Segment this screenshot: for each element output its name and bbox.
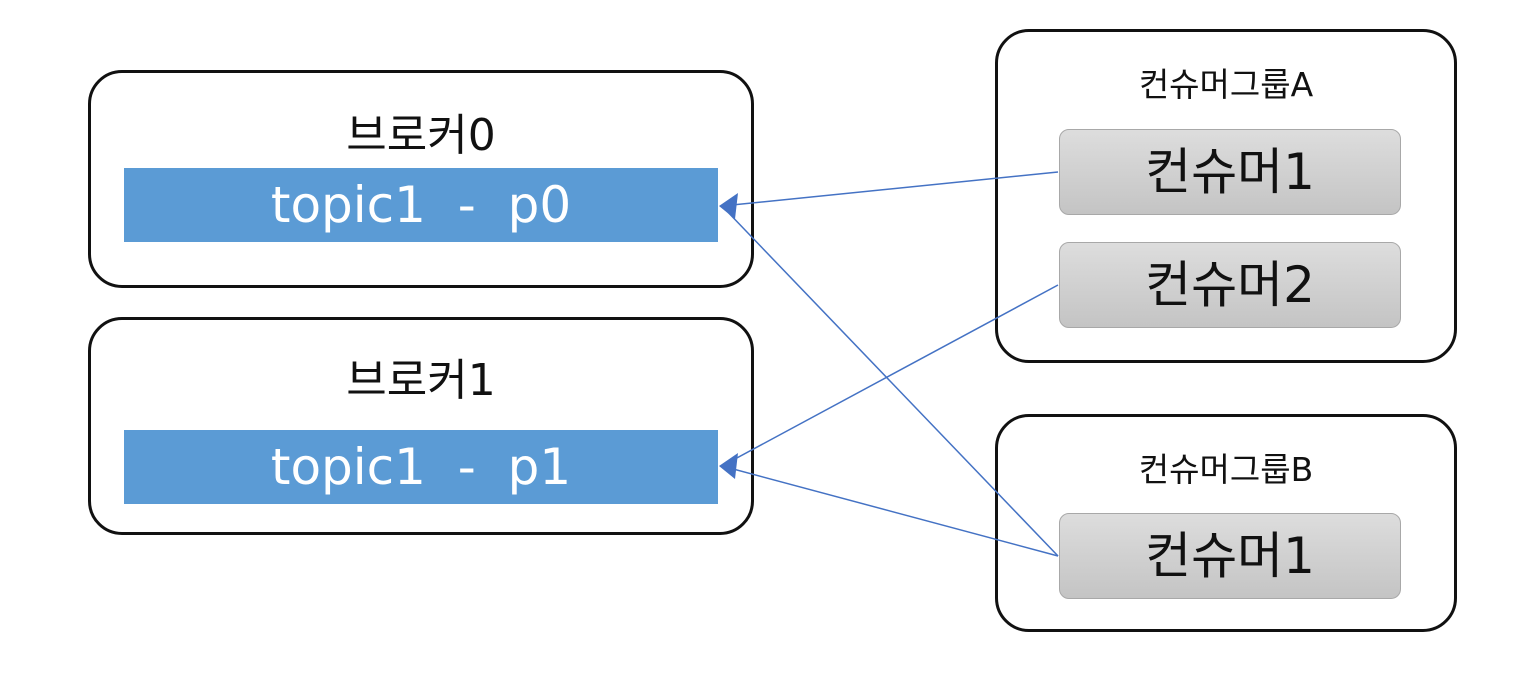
- broker-1-title: 브로커1: [346, 355, 496, 406]
- arrow-group-a-consumer-1-to-p0: [721, 171, 1059, 207]
- arrow-group-b-consumer-1-to-p0: [721, 205, 1059, 557]
- consumer-group-b-box: 컨슈머그룹B 컨슈머1: [995, 414, 1457, 632]
- partition-topic1-p0: topic1 - p0: [124, 168, 718, 242]
- broker-0-title: 브로커0: [346, 110, 496, 161]
- arrow-group-b-consumer-1-to-p1: [721, 465, 1059, 557]
- group-a-consumer-2: 컨슈머2: [1059, 242, 1401, 328]
- group-a-consumer-1: 컨슈머1: [1059, 129, 1401, 215]
- partition-topic1-p1: topic1 - p1: [124, 430, 718, 504]
- group-b-consumer-1: 컨슈머1: [1059, 513, 1401, 599]
- arrow-group-a-consumer-2-to-p1: [721, 284, 1059, 467]
- consumer-group-a-box: 컨슈머그룹A 컨슈머1 컨슈머2: [995, 29, 1457, 363]
- arrowhead-p1: [719, 453, 738, 479]
- consumer-group-b-title: 컨슈머그룹B: [1138, 450, 1314, 489]
- consumer-group-a-title: 컨슈머그룹A: [1138, 65, 1314, 104]
- broker-1-box: 브로커1 topic1 - p1: [88, 317, 754, 535]
- broker-0-box: 브로커0 topic1 - p0: [88, 70, 754, 288]
- arrowhead-p0: [719, 193, 738, 219]
